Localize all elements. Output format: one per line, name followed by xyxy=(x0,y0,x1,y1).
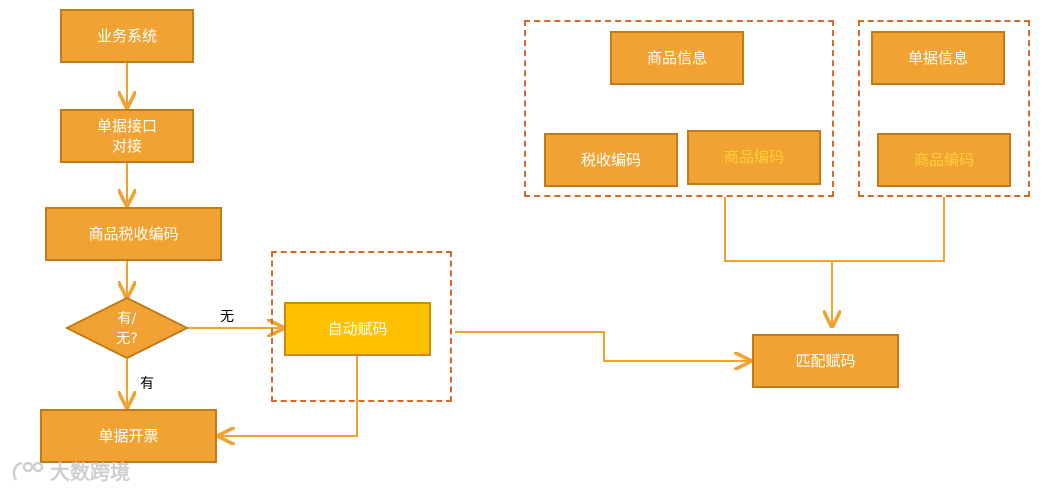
product-code-node-2: 商品编码 xyxy=(877,133,1011,187)
invoice-label: 单据开票 xyxy=(98,426,159,445)
product-info-label: 商品信息 xyxy=(646,48,707,67)
product-code-label-1: 商品编码 xyxy=(723,148,784,167)
doc-interface-node: 单据接口 对接 xyxy=(60,109,194,163)
decision-diamond xyxy=(64,296,190,360)
doc-info-node: 单据信息 xyxy=(871,31,1005,85)
product-code-label-2: 商品编码 xyxy=(913,150,974,169)
doc-info-group xyxy=(858,20,1030,197)
doc-interface-label: 单据接口 对接 xyxy=(96,116,157,155)
arrow-autocode-to-invoice xyxy=(219,355,358,436)
doc-info-label: 单据信息 xyxy=(907,48,968,67)
business-system-node: 业务系统 xyxy=(60,9,194,63)
edge-label-yes: 有 xyxy=(140,376,154,392)
edge-label-no: 无 xyxy=(220,309,234,325)
line-left-group-down xyxy=(724,197,945,262)
auto-code-label: 自动赋码 xyxy=(327,319,388,338)
arrow-autocode-to-match xyxy=(455,331,750,361)
business-system-label: 业务系统 xyxy=(96,26,157,45)
autocode-group xyxy=(271,251,452,402)
product-tax-code-node: 商品税收编码 xyxy=(45,207,222,261)
auto-code-node: 自动赋码 xyxy=(284,302,431,356)
watermark-logo-icon xyxy=(12,461,44,481)
product-tax-code-label: 商品税收编码 xyxy=(88,224,179,243)
watermark-text: 大数跨境 xyxy=(50,460,130,484)
watermark: 大数跨境 xyxy=(10,456,130,485)
match-code-label: 匹配赋码 xyxy=(795,351,856,370)
product-info-node: 商品信息 xyxy=(610,31,744,85)
product-code-node-1: 商品编码 xyxy=(687,130,821,185)
tax-code-node: 税收编码 xyxy=(544,133,678,187)
product-info-group xyxy=(524,20,834,197)
invoice-node: 单据开票 xyxy=(40,409,217,463)
decision-label: 有/ 无? xyxy=(116,311,138,347)
tax-code-label: 税收编码 xyxy=(580,150,641,169)
match-code-node: 匹配赋码 xyxy=(752,334,899,388)
